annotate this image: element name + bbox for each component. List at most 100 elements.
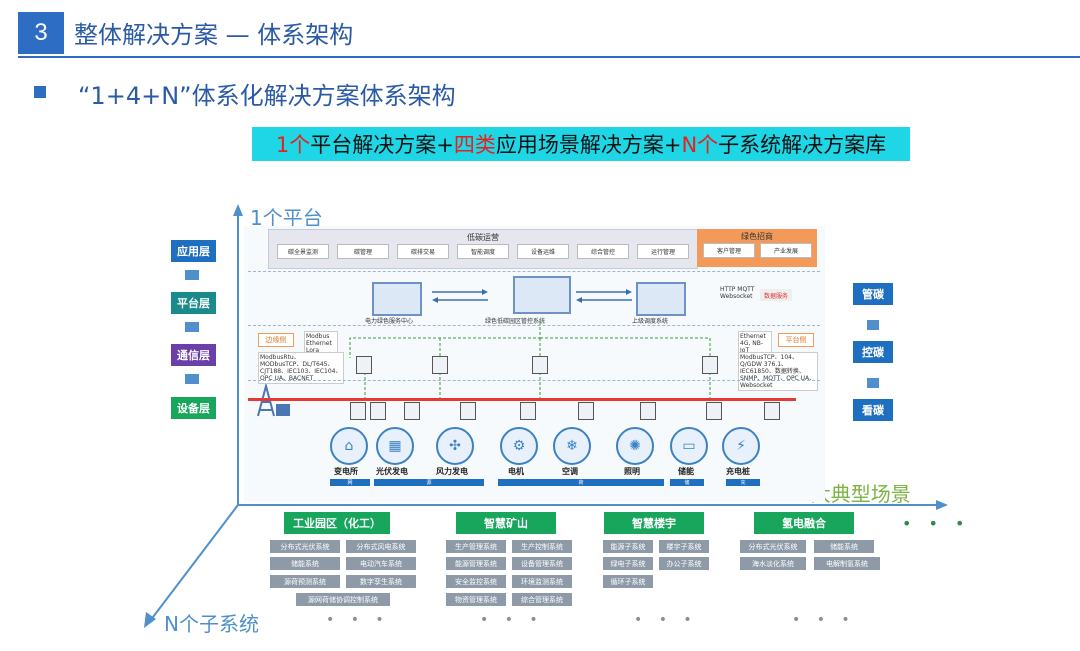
up-arrow-icon: [867, 378, 879, 388]
meter-icon: [640, 402, 656, 420]
subsystem-item: 安全监控系统: [446, 575, 506, 588]
divider-line: [248, 271, 820, 272]
lightbulb-icon: ✺: [616, 427, 654, 465]
battery-icon: ▭: [670, 427, 708, 465]
subsystem-item: 分布式风电系统: [346, 540, 416, 553]
subsystem-item: 源荷预测系统: [270, 575, 340, 588]
platform-side-badge: 平台侧: [778, 333, 814, 347]
layer-platform: 平台层: [171, 292, 216, 314]
banner-text-2: 应用场景解决方案+: [495, 133, 682, 157]
section-subtitle: “1+4+N”体系化解决方案体系架构: [78, 82, 456, 110]
banner-text-3: 子系统解决方案库: [718, 133, 887, 157]
meter-icon: [404, 402, 420, 420]
charging-pile-icon: ⚡: [722, 427, 760, 465]
segment-charging: 充: [726, 479, 760, 486]
computer-icon: [513, 276, 571, 314]
scene-label: 变电所: [334, 467, 358, 476]
segment-source: 源: [374, 479, 484, 486]
gateway-icon: [702, 356, 718, 374]
layer-communication: 通信层: [171, 344, 216, 366]
summary-banner: 1个平台解决方案+四类应用场景解决方案+N个子系统解决方案库: [252, 127, 910, 161]
scene-label: 空调: [562, 467, 578, 476]
subsystem-item: 综合管理系统: [512, 593, 572, 606]
section-number: 3: [18, 12, 64, 54]
z-axis-label: N个子系统: [164, 612, 259, 636]
scenario-hydrogen-power: 氢电融合: [754, 512, 854, 534]
subsystem-item: 数字孪生系统: [346, 575, 416, 588]
substation-tower-icon: [257, 384, 290, 417]
capability-view-carbon: 看碳: [853, 399, 893, 421]
banner-red-3: N个: [681, 133, 719, 157]
orange-bar-item: 客户管理: [703, 243, 755, 258]
scene-label: 储能: [678, 467, 694, 476]
subsystem-item: 生产控制系统: [512, 540, 572, 553]
subsystem-item: 绿电子系统: [603, 557, 653, 570]
down-arrow-icon: [185, 374, 199, 384]
subsystem-item: 电解制氢系统: [814, 557, 880, 570]
meter-icon: [460, 402, 476, 420]
page-title: 整体解决方案 — 体系架构: [74, 21, 354, 49]
scenario-smart-mine: 智慧矿山: [456, 512, 556, 534]
scene-label: 电机: [508, 467, 524, 476]
computer-icon: [636, 282, 686, 316]
right-pc-label: 上级调度系统: [632, 318, 669, 325]
more-subsystems: • • •: [480, 612, 544, 628]
top-bar-item: 碳排交易: [397, 244, 449, 259]
subsystem-item: 储能系统: [814, 540, 874, 553]
subsystem-item: 电动汽车系统: [346, 557, 416, 570]
top-bar-item: 碳管理: [337, 244, 389, 259]
meter-icon: [764, 402, 780, 420]
scene-label: 光伏发电: [376, 467, 408, 476]
subsystem-item: 分布式光伏系统: [270, 540, 340, 553]
top-bar-item: 智能调度: [457, 244, 509, 259]
data-service-badge: 数据服务: [760, 289, 792, 301]
layer-application: 应用层: [171, 240, 216, 262]
bullet-square-icon: [34, 86, 46, 98]
green-investment-bar: 绿色招商 客户管理 产业发展: [697, 229, 817, 267]
computer-icon: [372, 282, 422, 316]
subsystem-item: 分布式光伏系统: [740, 540, 806, 553]
scene-label: 照明: [624, 467, 640, 476]
air-conditioner-icon: ❄: [553, 427, 591, 465]
subsystem-item: 楼宇子系统: [659, 540, 709, 553]
top-bar-item: 综合管控: [577, 244, 629, 259]
motor-icon: ⚙: [500, 427, 538, 465]
orange-bar-item: 产业发展: [760, 243, 812, 258]
up-arrow-icon: [867, 320, 879, 330]
title-divider: [18, 56, 1080, 58]
meter-icon: [520, 402, 536, 420]
subsystem-item: 海水淡化系统: [740, 557, 806, 570]
top-bar-title: 低碳运营: [467, 233, 499, 242]
subsystem-item: 能源管理系统: [446, 557, 506, 570]
more-subsystems: • • •: [634, 612, 698, 628]
gateway-icon: [432, 356, 448, 374]
subsystem-item: 办公子系统: [659, 557, 709, 570]
layer-device: 设备层: [171, 397, 216, 419]
power-bus-line: [248, 398, 796, 401]
top-bar-item: 碳全景监测: [277, 244, 329, 259]
meter-icon: [578, 402, 594, 420]
gateway-icon: [356, 356, 372, 374]
more-subsystems: • • •: [792, 612, 856, 628]
edge-side-badge: 边缘侧: [258, 333, 294, 347]
more-scenarios: • • •: [902, 514, 971, 533]
more-subsystems: • • •: [326, 612, 390, 628]
scenario-industrial-park: 工业园区（化工）: [284, 512, 390, 534]
down-arrow-icon: [185, 270, 199, 280]
scene-label: 风力发电: [436, 467, 468, 476]
solar-panel-icon: ▦: [376, 427, 414, 465]
scenario-smart-building: 智慧楼宇: [604, 512, 704, 534]
meter-icon: [370, 402, 386, 420]
subsystem-item: 源网荷储协调控制系统: [296, 593, 390, 606]
scene-label: 充电桩: [726, 467, 750, 476]
orange-bar-title: 绿色招商: [741, 232, 773, 241]
right-protocol-text: ModbusTCP、104、Q/GDW 376.1、IEC61850、数据转换、…: [738, 352, 818, 391]
subsystem-item: 环境监测系统: [512, 575, 572, 588]
left-pc-label: 电力绿色服务中心: [365, 318, 414, 325]
low-carbon-operation-bar: 低碳运营 碳全景监测 碳管理 碳排交易 智能调度 设备运维 综合管控 运行管理: [268, 229, 698, 269]
segment-storage: 储: [670, 479, 704, 486]
meter-icon: [706, 402, 722, 420]
banner-red-1: 1个: [275, 133, 311, 157]
